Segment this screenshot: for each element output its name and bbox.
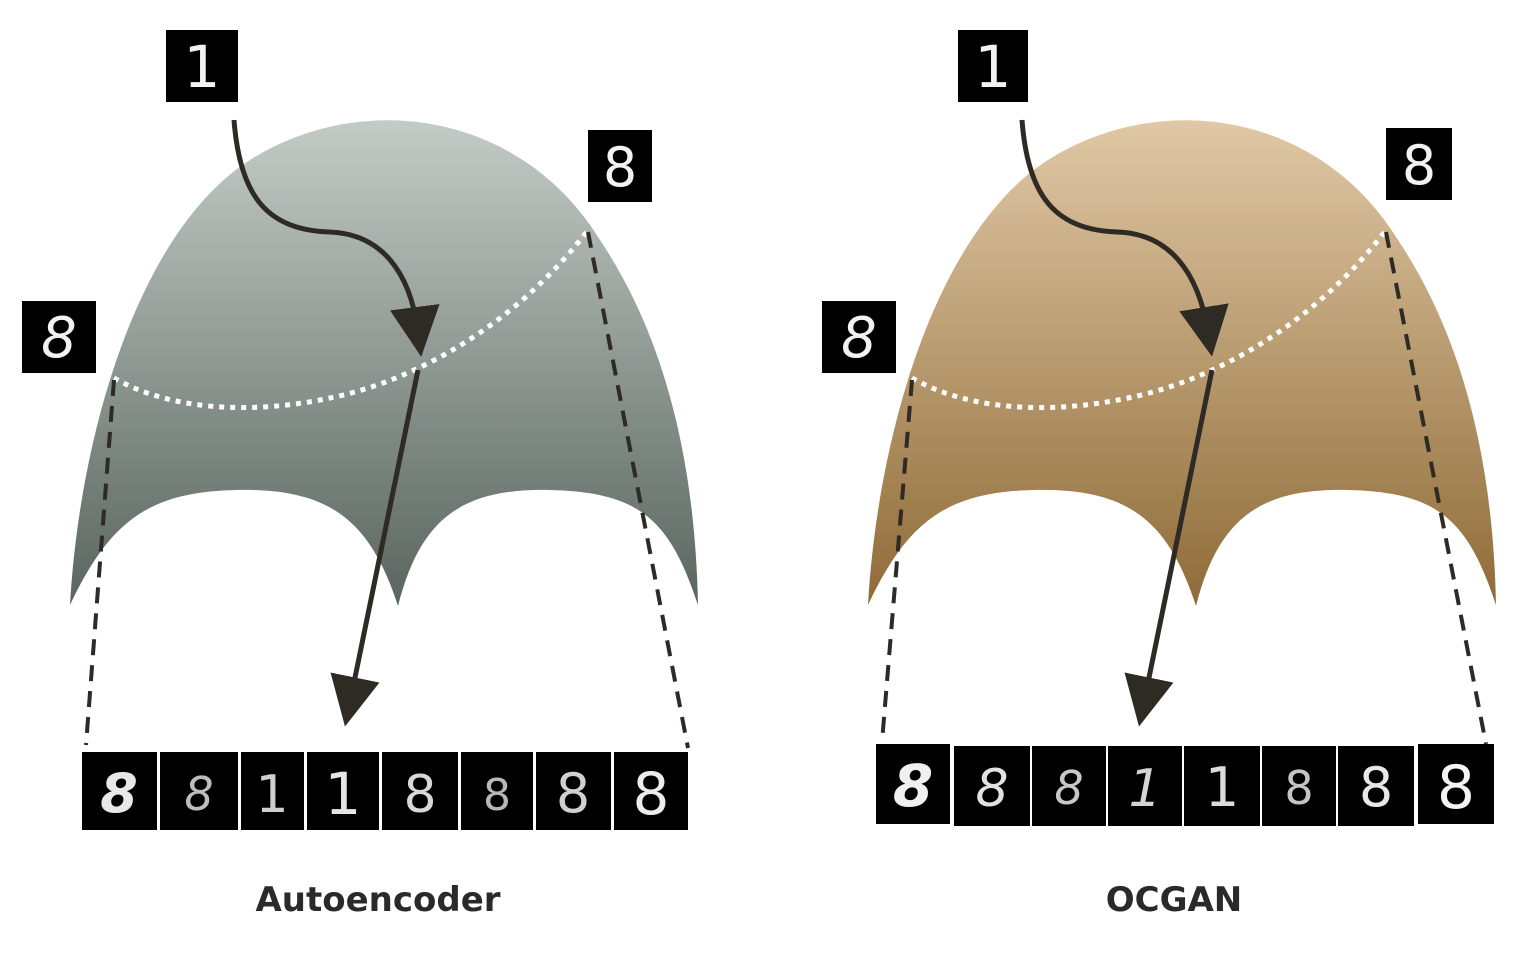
ocgan-left-digit: 8 [841, 306, 877, 371]
autoencoder-input-tile: 1 [166, 30, 238, 102]
reconstruction-digit: 8 [483, 770, 511, 821]
autoencoder-left-endpoint-tile: 8 [22, 301, 96, 373]
reconstruction-tile: 8 [614, 752, 688, 830]
reconstruction-digit: 8 [633, 760, 670, 828]
reconstruction-digit: 8 [975, 759, 1008, 819]
reconstruction-digit: 8 [556, 762, 590, 825]
autoencoder-right-dashed-line [586, 231, 690, 749]
autoencoder-manifold-surface [70, 120, 698, 606]
reconstruction-tile: 8 [536, 752, 611, 830]
ocgan-manifold-surface [868, 120, 1496, 606]
ocgan-right-dashed-line [1384, 231, 1488, 745]
autoencoder-caption: Autoencoder [255, 880, 501, 920]
reconstruction-tile: 1 [1184, 746, 1260, 826]
reconstruction-tile: 8 [160, 752, 238, 830]
ocgan-decode-arrow [1124, 369, 1215, 727]
ocgan-right-digit: 8 [1402, 134, 1436, 197]
reconstruction-digit: 1 [1128, 759, 1161, 819]
reconstruction-tile: 8 [1262, 746, 1336, 826]
autoencoder-input-arrow [231, 119, 440, 357]
reconstruction-digit: 8 [403, 765, 436, 825]
ocgan-input-tile: 1 [958, 30, 1028, 102]
reconstruction-digit: 8 [184, 767, 213, 821]
reconstruction-tile: 8 [954, 746, 1030, 826]
autoencoder-reconstruction-strip: 8 8 1 1 8 8 8 [82, 750, 688, 832]
ocgan-panel: 1 8 8 8 8 8 1 [822, 30, 1496, 826]
reconstruction-tile: 1 [1108, 746, 1182, 826]
reconstruction-digit: 8 [1437, 753, 1475, 823]
autoencoder-right-digit: 8 [603, 136, 637, 199]
reconstruction-tile: 8 [1338, 746, 1414, 826]
reconstruction-digit: 8 [1284, 761, 1313, 815]
autoencoder-input-digit: 1 [184, 33, 221, 101]
ocgan-caption: OCGAN [1105, 880, 1243, 920]
ocgan-input-digit: 1 [975, 33, 1012, 101]
reconstruction-digit: 8 [1054, 761, 1083, 815]
reconstruction-digit: 1 [1205, 756, 1239, 819]
autoencoder-left-dashed-line [84, 379, 116, 746]
reconstruction-tile: 8 [1032, 746, 1106, 826]
autoencoder-right-endpoint-tile: 8 [588, 130, 652, 202]
reconstruction-digit: 8 [100, 762, 138, 825]
ocgan-right-endpoint-tile: 8 [1386, 128, 1452, 200]
reconstruction-tile: 1 [307, 752, 379, 830]
reconstruction-digit: 1 [255, 765, 288, 825]
reconstruction-tile: 8 [82, 752, 157, 830]
autoencoder-panel: 1 8 8 8 8 1 [22, 30, 698, 832]
autoencoder-left-digit: 8 [41, 306, 77, 371]
ocgan-input-arrow [1019, 119, 1229, 357]
reconstruction-tile: 8 [382, 752, 458, 830]
autoencoder-decode-arrow [330, 369, 421, 727]
ocgan-left-dashed-line [880, 379, 914, 743]
reconstruction-tile: 8 [1418, 744, 1494, 824]
ocgan-reconstruction-strip: 8 8 8 1 1 8 8 [876, 744, 1494, 826]
reconstruction-tile: 8 [461, 752, 533, 830]
reconstruction-digit: 8 [893, 752, 933, 820]
reconstruction-tile: 1 [241, 752, 304, 830]
ocgan-latent-curve [910, 228, 1388, 411]
ocgan-left-endpoint-tile: 8 [822, 301, 896, 373]
reconstruction-tile: 8 [876, 744, 950, 824]
reconstruction-digit: 8 [1359, 756, 1393, 819]
reconstruction-digit: 1 [325, 760, 362, 828]
autoencoder-latent-curve [112, 228, 590, 411]
